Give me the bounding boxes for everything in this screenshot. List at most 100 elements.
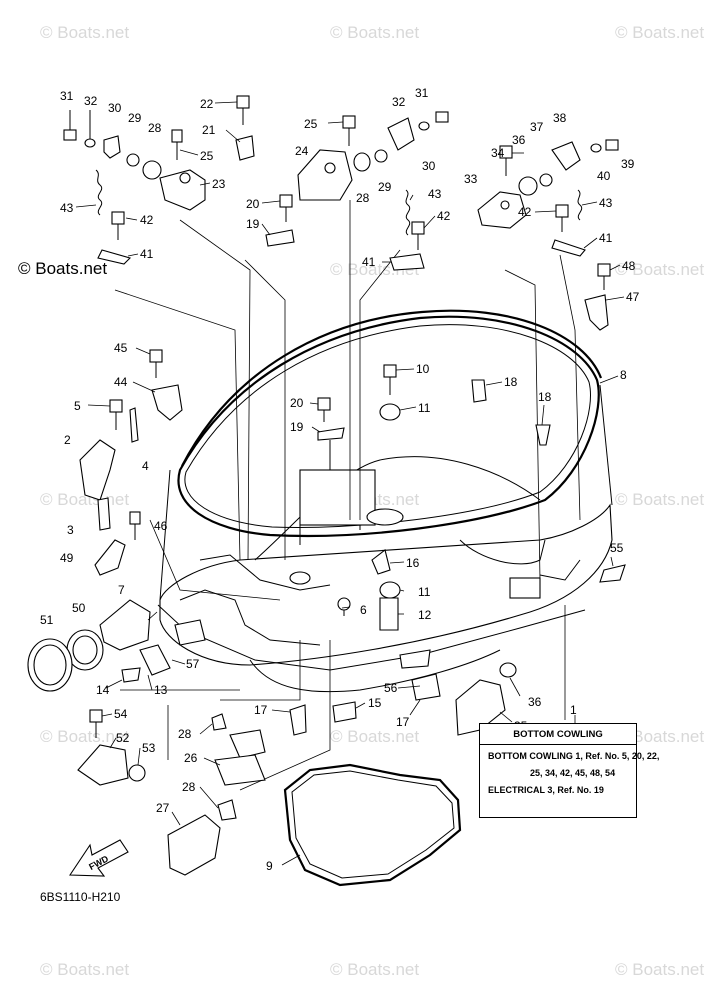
callout-44: 44 xyxy=(114,375,128,389)
watermark-text: © Boats.net xyxy=(615,23,704,42)
top-center-parts xyxy=(235,95,449,271)
callout-43: 43 xyxy=(428,187,442,201)
callout-2: 2 xyxy=(64,433,71,447)
watermark-text: © Boats.net xyxy=(40,727,129,746)
callout-18: 18 xyxy=(504,375,518,389)
callout-10: 10 xyxy=(416,362,430,376)
callout-28: 28 xyxy=(148,121,162,135)
callout-34: 34 xyxy=(491,146,505,160)
callout-14: 14 xyxy=(96,683,110,697)
fwd-arrow: FWD xyxy=(68,839,129,877)
legend-line-1: BOTTOM COWLING 1, Ref. No. 5, 20, 22, xyxy=(488,751,660,761)
callout-51: 51 xyxy=(40,613,54,627)
gasket-ring xyxy=(283,763,462,887)
callout-20: 20 xyxy=(290,396,304,410)
callout-30: 30 xyxy=(108,101,122,115)
callout-25: 25 xyxy=(200,149,214,163)
callout-28: 28 xyxy=(178,727,192,741)
reference-legend: BOTTOM COWLING BOTTOM COWLING 1, Ref. No… xyxy=(479,723,659,818)
callout-49: 49 xyxy=(60,551,74,565)
callout-29: 29 xyxy=(128,111,142,125)
callout-9: 9 xyxy=(266,859,273,873)
callout-41: 41 xyxy=(362,255,376,269)
callout-56: 56 xyxy=(384,681,398,695)
callout-17: 17 xyxy=(396,715,410,729)
callout-52: 52 xyxy=(116,731,130,745)
lower-right-parts xyxy=(283,649,517,887)
callout-33: 33 xyxy=(464,172,478,186)
legend-line-3: ELECTRICAL 3, Ref. No. 19 xyxy=(488,785,604,795)
watermark-text: © Boats.net xyxy=(615,490,704,509)
callout-19: 19 xyxy=(290,420,304,434)
callout-36: 36 xyxy=(528,695,542,709)
callout-20: 20 xyxy=(246,197,260,211)
callout-3: 3 xyxy=(67,523,74,537)
callout-8: 8 xyxy=(620,368,627,382)
watermark-dark: © Boats.net xyxy=(18,259,107,278)
callout-48: 48 xyxy=(622,259,636,273)
callout-42: 42 xyxy=(140,213,154,227)
legend-title: BOTTOM COWLING xyxy=(513,729,603,740)
callout-50: 50 xyxy=(72,601,86,615)
callout-11: 11 xyxy=(418,585,431,599)
callout-18: 18 xyxy=(538,390,552,404)
callout-30: 30 xyxy=(422,159,436,173)
legend-divider xyxy=(480,744,636,745)
callout-37: 37 xyxy=(530,120,544,134)
callout-21: 21 xyxy=(202,123,216,137)
callout-12: 12 xyxy=(418,608,432,622)
callout-55: 55 xyxy=(610,541,624,555)
callout-23: 23 xyxy=(212,177,226,191)
callout-6: 6 xyxy=(360,603,367,617)
top-right-parts xyxy=(477,139,619,331)
callout-42: 42 xyxy=(437,209,451,223)
callout-47: 47 xyxy=(626,290,640,304)
watermark-text: © Boats.net xyxy=(330,727,419,746)
watermark-text: © Boats.net xyxy=(615,727,704,746)
callout-57: 57 xyxy=(186,657,200,671)
callout-24: 24 xyxy=(295,144,309,158)
watermark-text: © Boats.net xyxy=(330,960,419,979)
callout-7: 7 xyxy=(118,583,125,597)
callout-53: 53 xyxy=(142,741,156,755)
callout-29: 29 xyxy=(378,180,392,194)
callout-28: 28 xyxy=(182,780,196,794)
callout-43: 43 xyxy=(60,201,74,215)
callout-16: 16 xyxy=(406,556,420,570)
callout-26: 26 xyxy=(184,751,198,765)
callout-32: 32 xyxy=(392,95,406,109)
leader-lines xyxy=(114,200,581,791)
seal-ring xyxy=(181,309,603,467)
callout-28: 28 xyxy=(356,191,370,205)
callout-19: 19 xyxy=(246,217,260,231)
callout-31: 31 xyxy=(415,86,429,100)
diagram-code: 6BS1110-H210 xyxy=(40,890,121,904)
callout-31: 31 xyxy=(60,89,74,103)
callout-40: 40 xyxy=(597,169,611,183)
watermark-text: © Boats.net xyxy=(615,260,704,279)
callout-leaders xyxy=(75,101,625,866)
legend-line-2: 25, 34, 42, 45, 48, 54 xyxy=(530,768,616,778)
callout-54: 54 xyxy=(114,707,128,721)
callout-25: 25 xyxy=(304,117,318,131)
callout-46: 46 xyxy=(154,519,168,533)
watermark-text: © Boats.net xyxy=(40,23,129,42)
callout-13: 13 xyxy=(154,683,168,697)
callout-5: 5 xyxy=(74,399,81,413)
callout-22: 22 xyxy=(200,97,214,111)
lower-left-parts xyxy=(27,599,357,876)
callout-15: 15 xyxy=(368,696,382,710)
callout-27: 27 xyxy=(156,801,170,815)
callout-11: 11 xyxy=(418,401,431,415)
callout-38: 38 xyxy=(553,111,567,125)
callout-41: 41 xyxy=(140,247,154,261)
callout-39: 39 xyxy=(621,157,635,171)
watermark-text: © Boats.net xyxy=(40,960,129,979)
callout-32: 32 xyxy=(84,94,98,108)
callout-41: 41 xyxy=(599,231,613,245)
top-left-parts xyxy=(63,110,206,265)
callout-4: 4 xyxy=(142,459,149,473)
callout-17: 17 xyxy=(254,703,268,717)
